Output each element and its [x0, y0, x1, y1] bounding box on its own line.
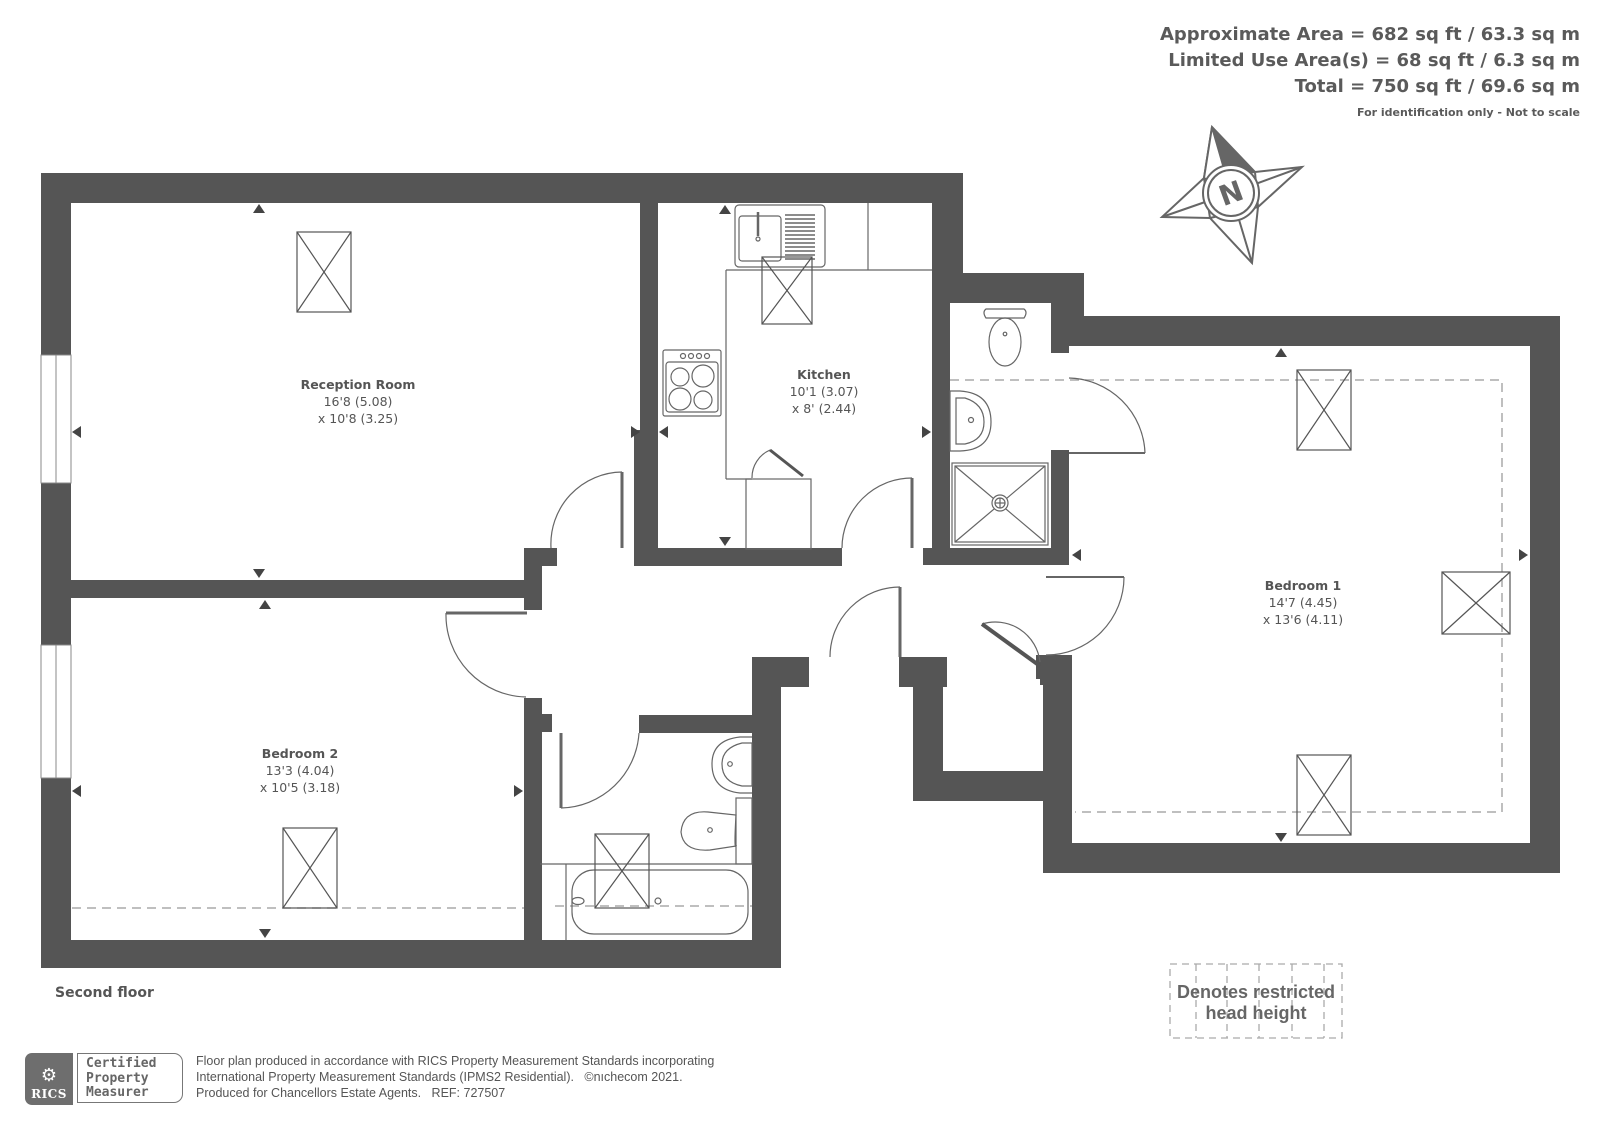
room-label-reception: Reception Room 16'8 (5.08) x 10'8 (3.25)	[301, 376, 416, 427]
room-dimension: x 10'5 (3.18)	[259, 780, 341, 795]
total-area: Total = 750 sq ft / 69.6 sq m	[1294, 76, 1580, 97]
badge-line: Measurer	[86, 1085, 149, 1100]
legend-line: Denotes restricted	[1176, 982, 1336, 1002]
kitchen-fixtures	[662, 203, 932, 550]
restricted-height-legend: Denotes restricted head height	[1170, 964, 1342, 1038]
room-name: Kitchen	[797, 367, 851, 382]
badge-line: Property	[86, 1070, 149, 1086]
area-summary: Approximate Area = 682 sq ft / 63.3 sq m…	[1160, 22, 1580, 119]
room-label-bedroom-2: Bedroom 2 13'3 (4.04) x 10'5 (3.18)	[260, 745, 340, 796]
walls	[41, 173, 1560, 968]
room-dimension: 10'1 (3.07)	[789, 384, 859, 399]
room-label-bedroom-1: Bedroom 1 14'7 (4.45) x 13'6 (4.11)	[1263, 577, 1343, 628]
certified-measurer-label: Certified Property Measurer	[77, 1053, 183, 1103]
windows	[40, 354, 72, 779]
room-dimension: x 8' (2.44)	[791, 401, 857, 416]
badge-line: Certified	[86, 1056, 157, 1071]
legend-hatch	[1169, 963, 1343, 1039]
room-name: Reception Room	[300, 377, 416, 392]
ensuite-fixtures	[949, 308, 1049, 546]
scale-note: For identification only - Not to scale	[1357, 106, 1580, 119]
approximate-area: Approximate Area = 682 sq ft / 63.3 sq m	[1159, 24, 1580, 45]
measurement-markers	[72, 204, 1528, 938]
room-dimension: x 10'8 (3.25)	[317, 411, 399, 426]
north-compass-icon: N	[1159, 124, 1305, 266]
rics-certification-badge: ⚙ RICS Certified Property Measurer	[25, 1053, 183, 1105]
footer-line: Produced for Chancellors Estate Agents. …	[196, 1086, 506, 1100]
legend-line: head height	[1205, 1003, 1307, 1023]
room-dimension: 13'3 (4.04)	[265, 763, 335, 778]
room-dimension: x 13'6 (4.11)	[1262, 612, 1344, 627]
room-dimension: 14'7 (4.45)	[1268, 595, 1338, 610]
room-dimension: 16'8 (5.08)	[323, 394, 393, 409]
lion-icon: ⚙	[40, 1065, 58, 1085]
footer-disclaimer: Floor plan produced in accordance with R…	[196, 1053, 714, 1101]
footer-line: Floor plan produced in accordance with R…	[196, 1054, 715, 1068]
roof-windows	[282, 231, 1511, 909]
footer-line: International Property Measurement Stand…	[196, 1070, 683, 1084]
room-name: Bedroom 2	[261, 746, 339, 761]
room-label-kitchen: Kitchen 10'1 (3.07) x 8' (2.44)	[790, 366, 859, 417]
rics-logo: ⚙ RICS	[25, 1053, 73, 1105]
limited-use-area: Limited Use Area(s) = 68 sq ft / 6.3 sq …	[1168, 50, 1580, 71]
restricted-height-lines	[72, 379, 1503, 909]
legend-text: Denotes restricted head height	[1170, 982, 1342, 1024]
bathroom-fixtures	[540, 736, 753, 940]
rics-logo-text: RICS	[31, 1087, 67, 1101]
doors	[445, 377, 1146, 809]
floor-label: Second floor	[55, 985, 154, 1001]
room-name: Bedroom 1	[1264, 578, 1342, 593]
